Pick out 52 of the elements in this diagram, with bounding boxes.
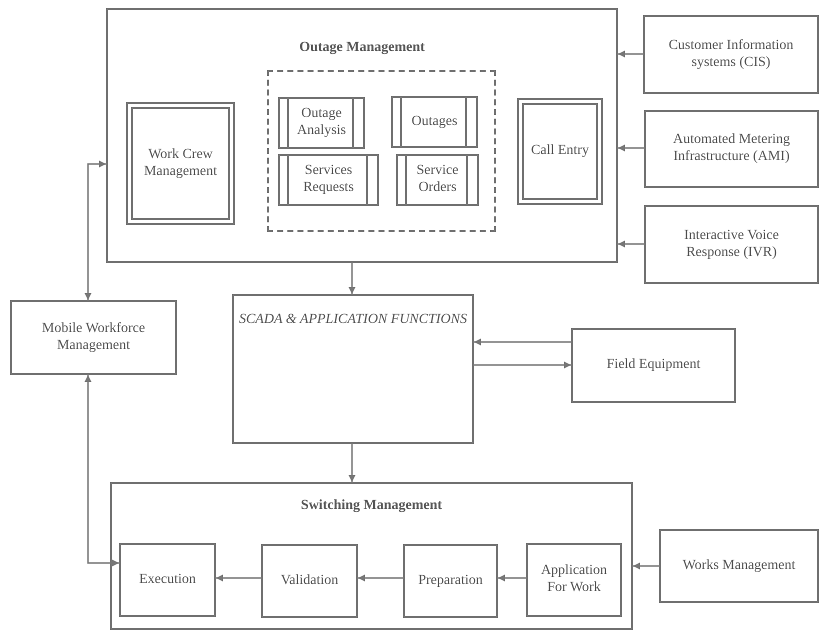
- process-box: [659, 529, 819, 603]
- node-label: Call Entry: [531, 143, 589, 160]
- node-label: Automated Metering Infrastructure (AMI): [672, 132, 792, 166]
- group-title: Outage Management: [299, 40, 425, 57]
- arrow: [348, 444, 356, 482]
- process-box: [396, 154, 479, 206]
- process-box: [232, 294, 474, 444]
- arrow: [618, 144, 644, 152]
- arrow: [618, 240, 644, 248]
- node-label: Application For Work: [540, 563, 608, 597]
- dashed-group-box: [267, 70, 496, 232]
- process-box: [403, 544, 498, 618]
- group-panel: [110, 482, 633, 630]
- process-box: [126, 102, 235, 225]
- node-label: Outages: [412, 114, 458, 130]
- arrow: [358, 574, 403, 582]
- node-label: Validation: [280, 572, 338, 590]
- arrow: [474, 338, 571, 346]
- node-label: Service Orders: [416, 163, 460, 197]
- node-label: Execution: [139, 572, 196, 588]
- arrow: [633, 562, 659, 570]
- process-box: [119, 543, 216, 617]
- node-label: Preparation: [418, 572, 483, 590]
- process-box: [391, 96, 478, 148]
- process-box: [571, 328, 736, 403]
- process-box: [517, 98, 603, 205]
- arrow: [216, 574, 261, 582]
- node-label: Interactive Voice Response (IVR): [683, 228, 780, 262]
- arrow: [618, 50, 643, 58]
- group-panel: [106, 8, 618, 263]
- node-label: Works Management: [682, 558, 796, 574]
- node-label: Work Crew Management: [142, 146, 218, 180]
- process-box: [278, 97, 365, 149]
- arrow: [348, 263, 356, 294]
- node-label: Services Requests: [302, 163, 355, 197]
- process-box: [644, 110, 819, 188]
- arrow: [84, 160, 106, 300]
- arrow: [84, 375, 119, 566]
- node-label: Mobile Workforce Management: [40, 320, 146, 354]
- node-label: Field Equipment: [606, 357, 700, 374]
- process-box: [10, 300, 177, 375]
- process-box: [644, 205, 819, 284]
- process-box: [526, 543, 622, 617]
- group-title: Switching Management: [300, 498, 442, 515]
- arrow: [474, 362, 571, 368]
- node-label: Outage Analysis: [296, 106, 347, 140]
- arrow: [498, 574, 526, 582]
- node-label: SCADA & APPLICATION FUNCTIONS: [238, 312, 468, 329]
- process-box: [643, 15, 819, 94]
- node-label: Customer Information systems (CIS): [668, 38, 794, 72]
- process-box: [261, 544, 358, 618]
- process-box: [278, 154, 379, 206]
